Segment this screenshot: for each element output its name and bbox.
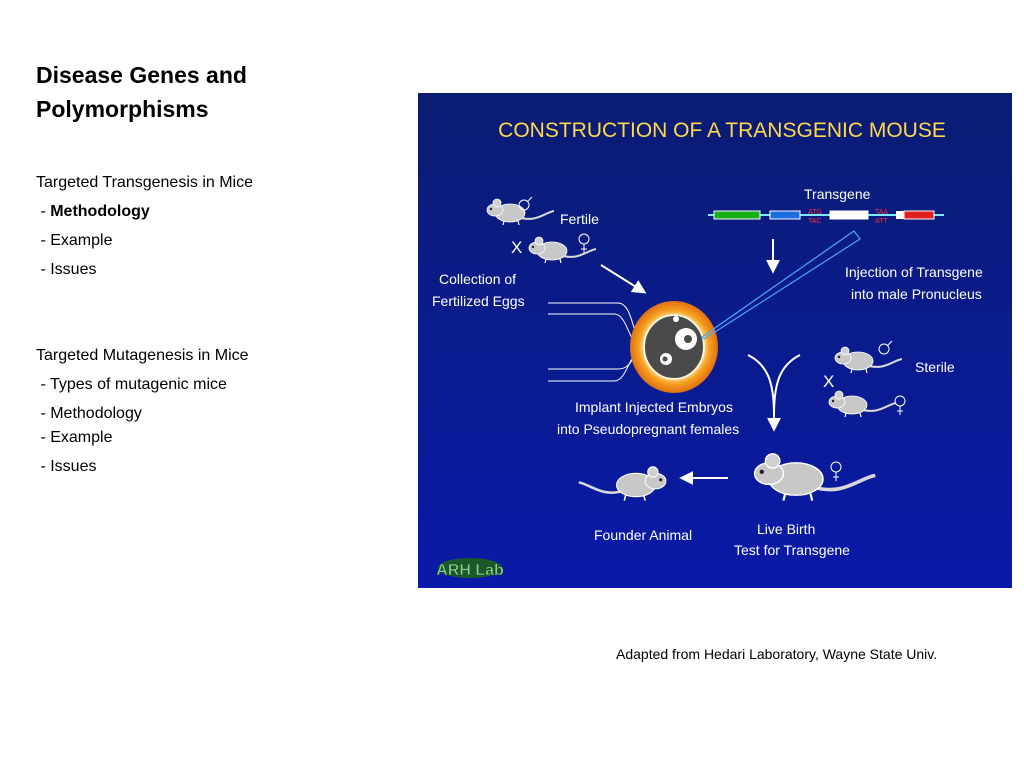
slide-title: Disease Genes and Polymorphisms [36,58,356,126]
transgene-label: Transgene [804,186,871,202]
slide-title-line-1: Disease Genes and [36,62,247,88]
injection-label-1: Injection of Transgene [845,264,983,280]
codon-tac: TAC [808,218,821,225]
codon-atg: ATG [808,209,822,216]
outline-item: - Methodology [36,399,253,428]
outline-item-prefix: - [36,261,51,278]
outline-item-text: Issues [50,261,97,278]
diagram-title: CONSTRUCTION OF A TRANSGENIC MOUSE [498,119,946,142]
outline-item-text: Example [50,429,113,446]
test-label: Test for Transgene [734,542,850,558]
injection-label-2: into male Pronucleus [851,286,982,302]
outline-item-prefix: - [36,405,51,422]
injection-needle-icon [701,230,861,340]
outline-item: - Issues [36,452,253,481]
collection-label-2: Fertilized Eggs [432,293,525,309]
outline-item-prefix: - [36,429,51,446]
figure-caption: Adapted from Hedari Laboratory, Wayne St… [616,646,938,662]
cross-symbol: X [823,372,834,391]
outline-item-prefix: - [36,376,50,393]
outline-item-prefix: - [36,232,51,249]
transgenic-mouse-diagram: CONSTRUCTION OF A TRANSGENIC MOUSE X Fer… [418,93,1012,588]
outline-item-prefix: - [36,203,51,220]
live-birth-label: Live Birth [757,521,815,537]
founder-label: Founder Animal [594,527,692,543]
fertilized-egg-icon [630,301,718,393]
merge-arrow-icon [747,354,801,432]
arrow-fertile-to-egg-icon [600,264,647,294]
fertile-label: Fertile [560,211,599,227]
female-symbol-icon [830,461,842,481]
outline-item: - Example [36,423,253,452]
outline-item: - Types of mutagenic mice [36,370,253,399]
outline-item-text: Types of mutagenic mice [49,376,227,393]
outline-item: - Issues [36,255,253,284]
transgenic-mouse-figure: CONSTRUCTION OF A TRANSGENIC MOUSE X Fer… [418,93,1012,588]
codon-att: ATT [875,218,888,225]
sterile-label: Sterile [915,359,955,375]
implant-label-1: Implant Injected Embryos [575,399,733,415]
outline-item-text: Methodology [50,203,150,220]
male-symbol-icon [878,340,893,355]
logo-text: ARH Lab [436,562,504,579]
outline-item-text: Methodology [50,405,142,422]
slide-outline: Targeted Transgenesis in Mice - Methodol… [36,168,253,481]
implant-label-2: into Pseudopregnant females [557,421,739,437]
outline-section-transgenesis: Targeted Transgenesis in Mice [36,174,253,191]
female-symbol-icon [578,233,590,253]
cross-symbol: X [511,238,522,257]
outline-item-text: Issues [50,458,97,475]
outline-item-prefix: - [36,458,51,475]
male-symbol-icon [518,196,533,211]
transgene-construct [708,210,944,220]
codon-taa: TAA [875,209,888,216]
outline-item: - Methodology [36,197,253,226]
outline-item-text: Example [50,232,113,249]
slide-title-line-2: Polymorphisms [36,96,209,122]
outline-section-mutagenesis: Targeted Mutagenesis in Mice [36,347,249,364]
arh-lab-logo-icon: ARH Lab [436,558,504,579]
outline-item: - Example [36,226,253,255]
female-symbol-icon [894,395,906,415]
collection-label-1: Collection of [439,271,516,287]
